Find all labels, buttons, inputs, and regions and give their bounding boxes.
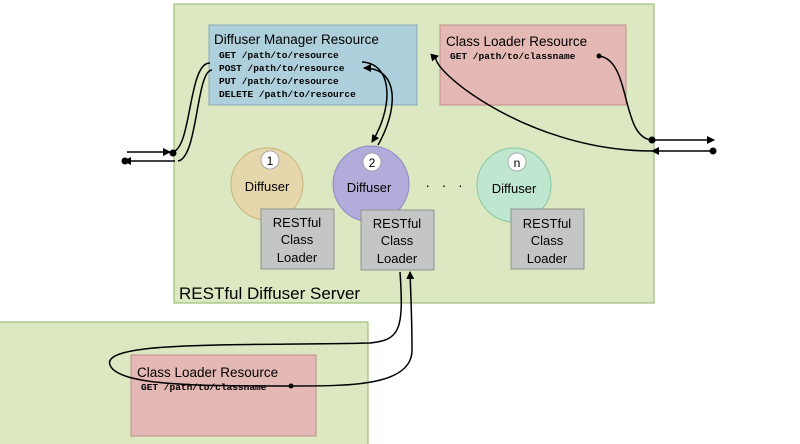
diffuser-manager-box bbox=[208, 24, 418, 106]
class-loader-resource-top bbox=[439, 24, 627, 106]
class-loader-box-2-line-1: RESTful bbox=[373, 216, 422, 231]
diffuser-1-badge bbox=[260, 150, 280, 170]
right-endpoint-dot bbox=[709, 147, 717, 155]
class-loader-bottom-route: GET /path/to/classname bbox=[141, 382, 267, 393]
class-loader-box-2 bbox=[360, 209, 435, 271]
class-loader-box-3 bbox=[510, 208, 585, 270]
class-loader-box-1 bbox=[260, 208, 335, 270]
class-loader-box-2-line-3: Loader bbox=[377, 251, 418, 266]
manager-diffuser-connection bbox=[361, 61, 393, 146]
diffuser-2-badge bbox=[362, 152, 382, 172]
route-get: GET /path/to/resource bbox=[219, 50, 339, 61]
class-loader-resource-bottom bbox=[130, 354, 317, 437]
left-junction-dot bbox=[169, 149, 177, 157]
diffuser-n-badge bbox=[507, 152, 527, 172]
class-loader-bottom-title: Class Loader Resource bbox=[137, 365, 278, 380]
diffuser-1-number: 1 bbox=[267, 154, 274, 168]
class-loader-box-1-line-2: Class bbox=[281, 232, 314, 247]
route-delete: DELETE /path/to/resource bbox=[219, 89, 356, 100]
class-loader-top-dot bbox=[596, 53, 602, 59]
right-junction-dot bbox=[648, 136, 656, 144]
class-loader-box-1-line-3: Loader bbox=[277, 250, 318, 265]
class-loader-box-3-line-1: RESTful bbox=[523, 216, 572, 231]
class-loader-top-title: Class Loader Resource bbox=[446, 34, 587, 49]
loader-connection bbox=[109, 271, 415, 387]
diffuser-manager-title: Diffuser Manager Resource bbox=[214, 32, 379, 47]
diffuser-n-label: Diffuser bbox=[492, 181, 537, 196]
route-put: PUT /path/to/resource bbox=[219, 76, 339, 87]
left-connection bbox=[123, 62, 213, 165]
diffuser-ellipsis: · · · bbox=[425, 177, 462, 193]
class-loader-box-2-line-2: Class bbox=[381, 233, 414, 248]
diffuser-1-label: Diffuser bbox=[245, 179, 290, 194]
route-post: POST /path/to/resource bbox=[219, 63, 345, 74]
diffuser-2-label: Diffuser bbox=[347, 180, 392, 195]
class-loader-box-3-line-3: Loader bbox=[527, 251, 568, 266]
left-endpoint-dot bbox=[121, 157, 129, 165]
class-loader-top-route: GET /path/to/classname bbox=[450, 51, 576, 62]
diffuser-n-number: n bbox=[514, 156, 521, 170]
server-label: RESTful Diffuser Server bbox=[179, 284, 360, 303]
class-loader-bottom-dot bbox=[288, 383, 294, 389]
class-loader-box-3-line-2: Class bbox=[531, 233, 564, 248]
class-loader-box-1-line-1: RESTful bbox=[273, 215, 322, 230]
diffuser-2-number: 2 bbox=[369, 156, 376, 170]
right-connection bbox=[430, 53, 715, 155]
